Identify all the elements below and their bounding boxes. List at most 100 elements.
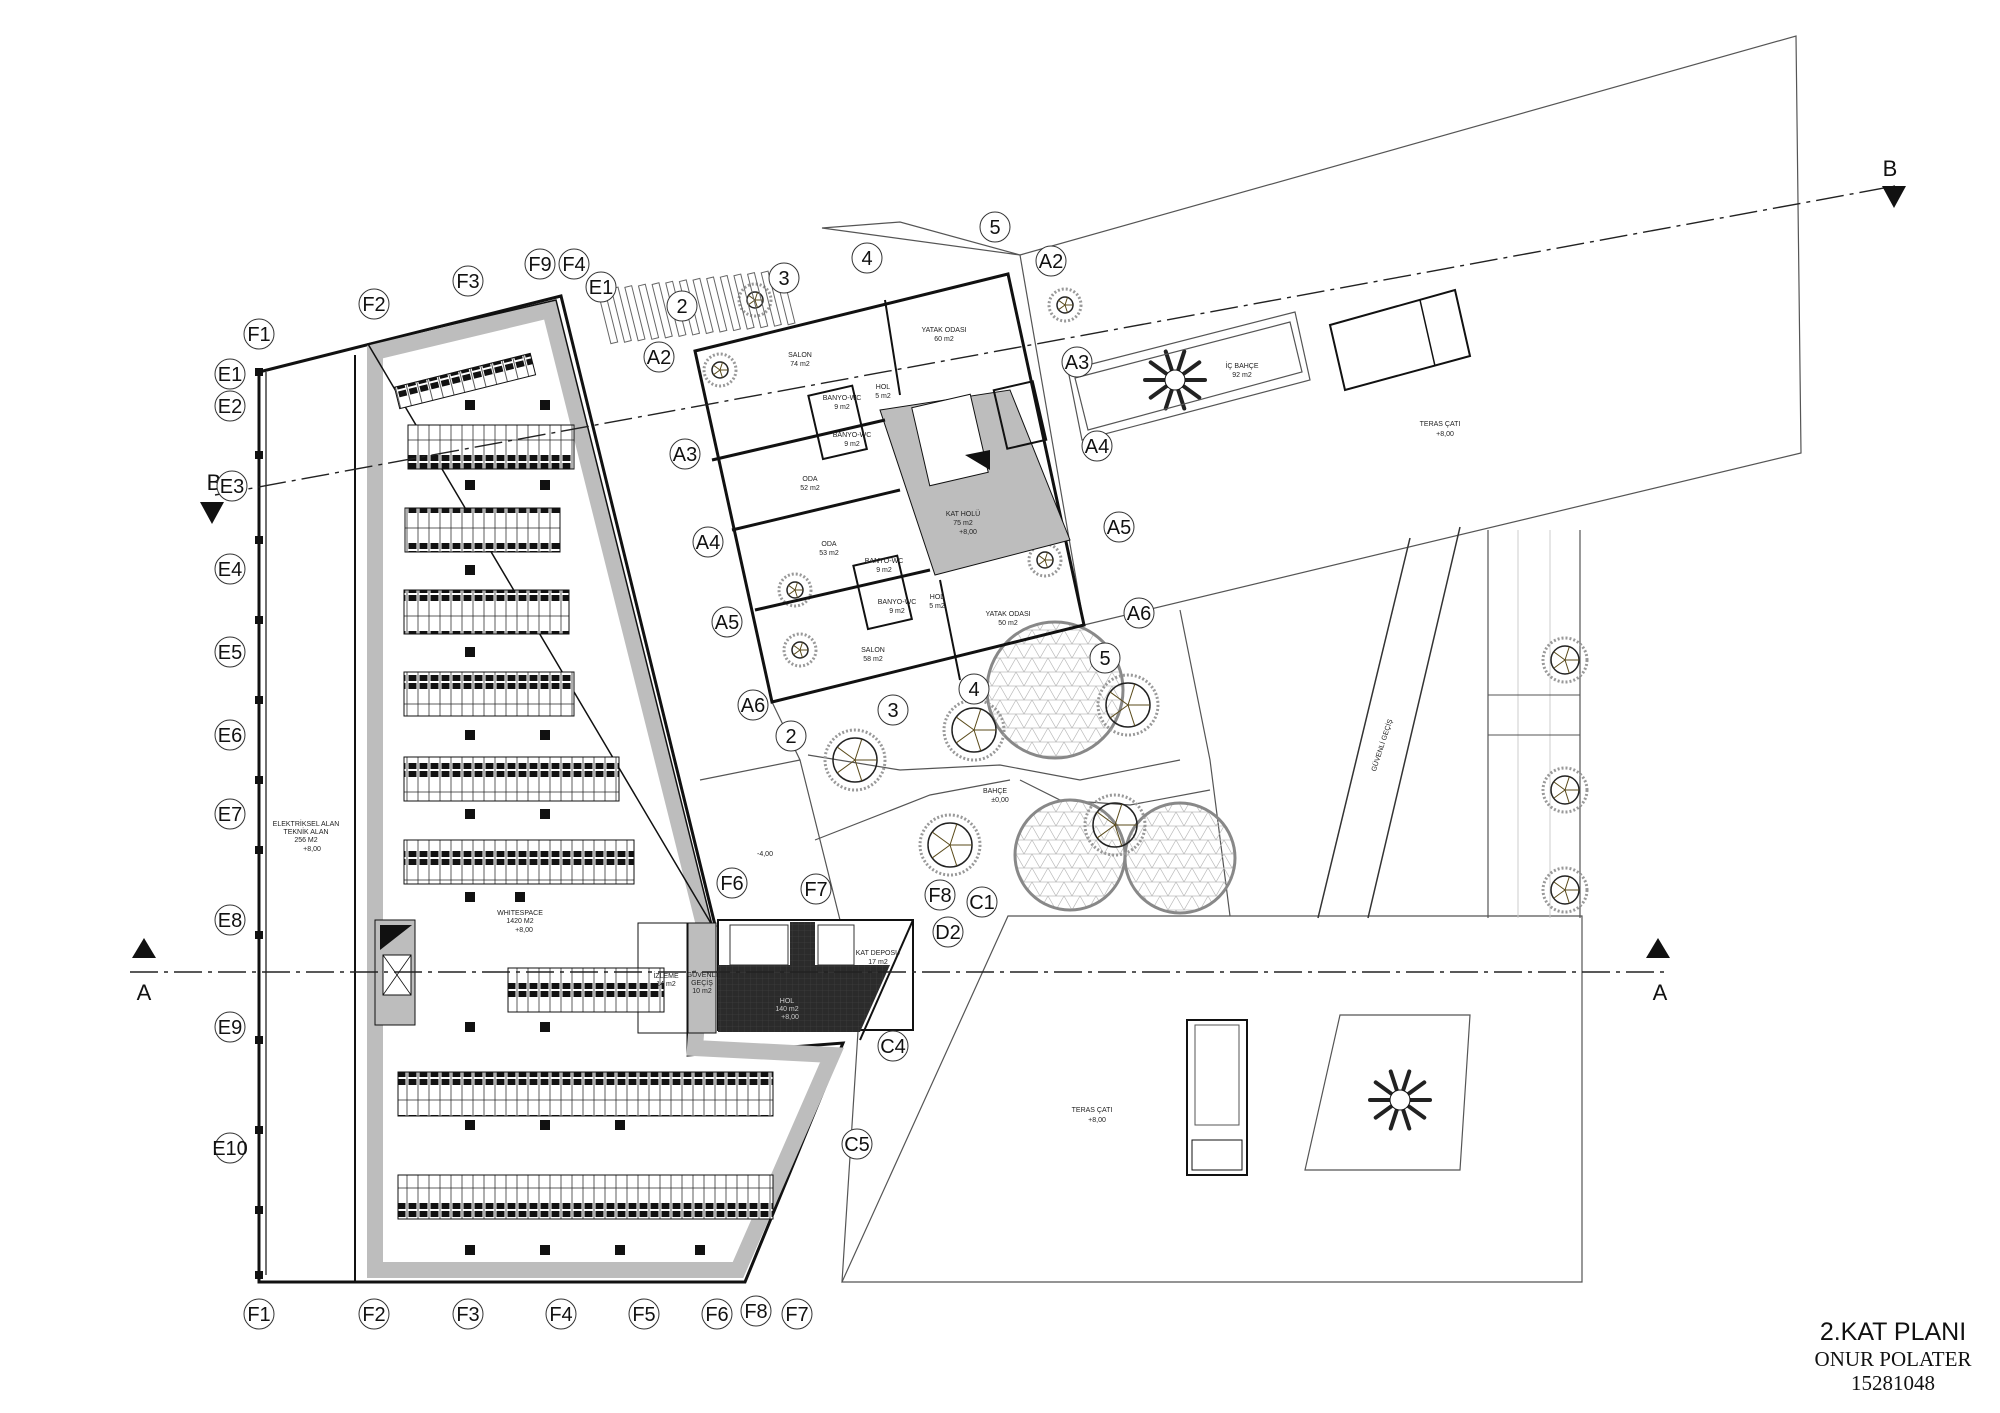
svg-text:±0,00: ±0,00 bbox=[991, 797, 1009, 804]
structural-column bbox=[255, 536, 263, 544]
grid-axis-label: F6 bbox=[720, 873, 743, 895]
grid-axis-label: A5 bbox=[1107, 517, 1131, 539]
grid-axis-bubble: F1 bbox=[243, 318, 275, 350]
tree-icon bbox=[1096, 673, 1160, 737]
svg-text:BANYO-WC: BANYO-WC bbox=[865, 558, 904, 565]
structural-column bbox=[540, 1245, 550, 1255]
svg-text:9 m2: 9 m2 bbox=[834, 404, 850, 411]
section-marker-a-right: A bbox=[1646, 938, 1670, 1005]
grid-axis-bubble: E1 bbox=[585, 271, 617, 303]
structural-column bbox=[255, 451, 263, 459]
grid-axis-bubble: F7 bbox=[781, 1298, 813, 1330]
grid-axis-label: E10 bbox=[212, 1138, 248, 1160]
grid-axis-bubble: C1 bbox=[966, 886, 998, 918]
grid-axis-label: F5 bbox=[632, 1304, 655, 1326]
svg-text:60 m2: 60 m2 bbox=[934, 336, 954, 343]
grid-axis-bubble: E3 bbox=[216, 470, 248, 502]
grid-axis-bubble: F2 bbox=[358, 1298, 390, 1330]
svg-text:A: A bbox=[1653, 980, 1668, 1005]
structural-column bbox=[465, 809, 475, 819]
grid-axis-bubble: D2 bbox=[932, 916, 964, 948]
structural-column bbox=[540, 730, 550, 740]
structural-column bbox=[695, 1245, 705, 1255]
svg-text:5 m2: 5 m2 bbox=[875, 393, 891, 400]
server-rack-row bbox=[397, 1174, 774, 1220]
svg-text:14 m2: 14 m2 bbox=[656, 981, 676, 988]
svg-text:İZLEME: İZLEME bbox=[653, 971, 679, 980]
svg-text:BANYO-WC: BANYO-WC bbox=[823, 395, 862, 402]
svg-text:+8,00: +8,00 bbox=[1436, 431, 1454, 438]
grid-axis-label: C5 bbox=[844, 1134, 870, 1156]
grid-axis-label: F8 bbox=[744, 1301, 767, 1323]
grid-axis-bubble: E10 bbox=[212, 1132, 248, 1164]
grid-axis-bubble: 5 bbox=[1089, 642, 1121, 674]
grid-axis-bubble: E6 bbox=[214, 719, 246, 751]
svg-text:TEKNİK ALAN: TEKNİK ALAN bbox=[283, 827, 328, 836]
server-rack-row bbox=[404, 507, 561, 553]
grid-axis-label: F7 bbox=[785, 1304, 808, 1326]
grid-axis-bubble: F6 bbox=[701, 1298, 733, 1330]
svg-text:BANYO-WC: BANYO-WC bbox=[833, 432, 872, 439]
grid-axis-bubble: E8 bbox=[214, 904, 246, 936]
grid-axis-bubble: 3 bbox=[877, 694, 909, 726]
svg-text:140 m2: 140 m2 bbox=[775, 1006, 798, 1013]
grid-axis-bubble: F4 bbox=[545, 1298, 577, 1330]
svg-text:BANYO-WC: BANYO-WC bbox=[878, 599, 917, 606]
grid-axis-bubble: 4 bbox=[958, 673, 990, 705]
svg-text:10 m2: 10 m2 bbox=[692, 988, 712, 995]
tree-icon bbox=[823, 728, 887, 792]
plan-title: 2.KAT PLANI bbox=[1820, 1318, 1966, 1346]
tree-icon bbox=[1083, 793, 1147, 857]
svg-text:HOL: HOL bbox=[876, 384, 891, 391]
grid-axis-label: F3 bbox=[456, 271, 479, 293]
grid-axis-label: A2 bbox=[647, 347, 671, 369]
grid-axis-label: F4 bbox=[562, 254, 585, 276]
svg-text:SALON: SALON bbox=[861, 647, 885, 654]
svg-text:ELEKTRİKSEL ALAN: ELEKTRİKSEL ALAN bbox=[273, 819, 340, 828]
svg-text:9 m2: 9 m2 bbox=[844, 441, 860, 448]
grid-axis-label: E5 bbox=[218, 642, 242, 664]
secure-passage bbox=[1317, 526, 1581, 919]
section-marker-b-right: B bbox=[1882, 156, 1906, 208]
grid-axis-label: 5 bbox=[989, 217, 1000, 239]
grid-axis-label: F1 bbox=[247, 324, 270, 346]
server-rack-row bbox=[407, 424, 575, 470]
svg-text:WHITESPACE: WHITESPACE bbox=[497, 910, 543, 917]
grid-axis-bubble: E4 bbox=[214, 553, 246, 585]
structural-column bbox=[540, 1120, 550, 1130]
svg-text:İÇ BAHÇE: İÇ BAHÇE bbox=[1225, 361, 1258, 370]
grid-axis-bubble: 3 bbox=[768, 262, 800, 294]
grid-axis-label: A5 bbox=[715, 612, 739, 634]
structural-column bbox=[255, 1126, 263, 1134]
grid-axis-bubble: E9 bbox=[214, 1011, 246, 1043]
grid-axis-label: E3 bbox=[220, 476, 244, 498]
structural-column bbox=[255, 1036, 263, 1044]
tree-icon bbox=[737, 282, 773, 318]
grid-axis-bubble: A2 bbox=[1035, 245, 1067, 277]
grid-axis-bubble: A5 bbox=[1103, 511, 1135, 543]
grid-axis-label: C4 bbox=[880, 1036, 906, 1058]
grid-axis-bubble: E1 bbox=[214, 358, 246, 390]
inner-garden bbox=[1067, 311, 1311, 441]
grid-axis-label: F6 bbox=[705, 1304, 728, 1326]
grid-axis-label: E1 bbox=[218, 364, 242, 386]
server-rack-row bbox=[403, 839, 635, 885]
grid-axis-label: F3 bbox=[456, 1304, 479, 1326]
grid-axis-bubble: F4 bbox=[558, 248, 590, 280]
grid-axis-label: E2 bbox=[218, 396, 242, 418]
grid-axis-label: 3 bbox=[887, 700, 898, 722]
tree-icon bbox=[918, 813, 982, 877]
svg-text:KAT DEPOSU: KAT DEPOSU bbox=[856, 950, 900, 957]
grid-axis-bubble: A4 bbox=[1081, 430, 1113, 462]
structural-column bbox=[255, 1271, 263, 1279]
server-rack-row bbox=[393, 352, 537, 410]
svg-text:+8,00: +8,00 bbox=[1088, 1117, 1106, 1124]
svg-text:GÜVENLİ: GÜVENLİ bbox=[687, 970, 718, 979]
structural-column bbox=[540, 400, 550, 410]
grid-axis-bubble: F2 bbox=[358, 288, 390, 320]
svg-text:SALON: SALON bbox=[788, 352, 812, 359]
grid-axis-label: E7 bbox=[218, 804, 242, 826]
svg-text:74 m2: 74 m2 bbox=[790, 361, 810, 368]
svg-text:75 m2: 75 m2 bbox=[953, 520, 973, 527]
